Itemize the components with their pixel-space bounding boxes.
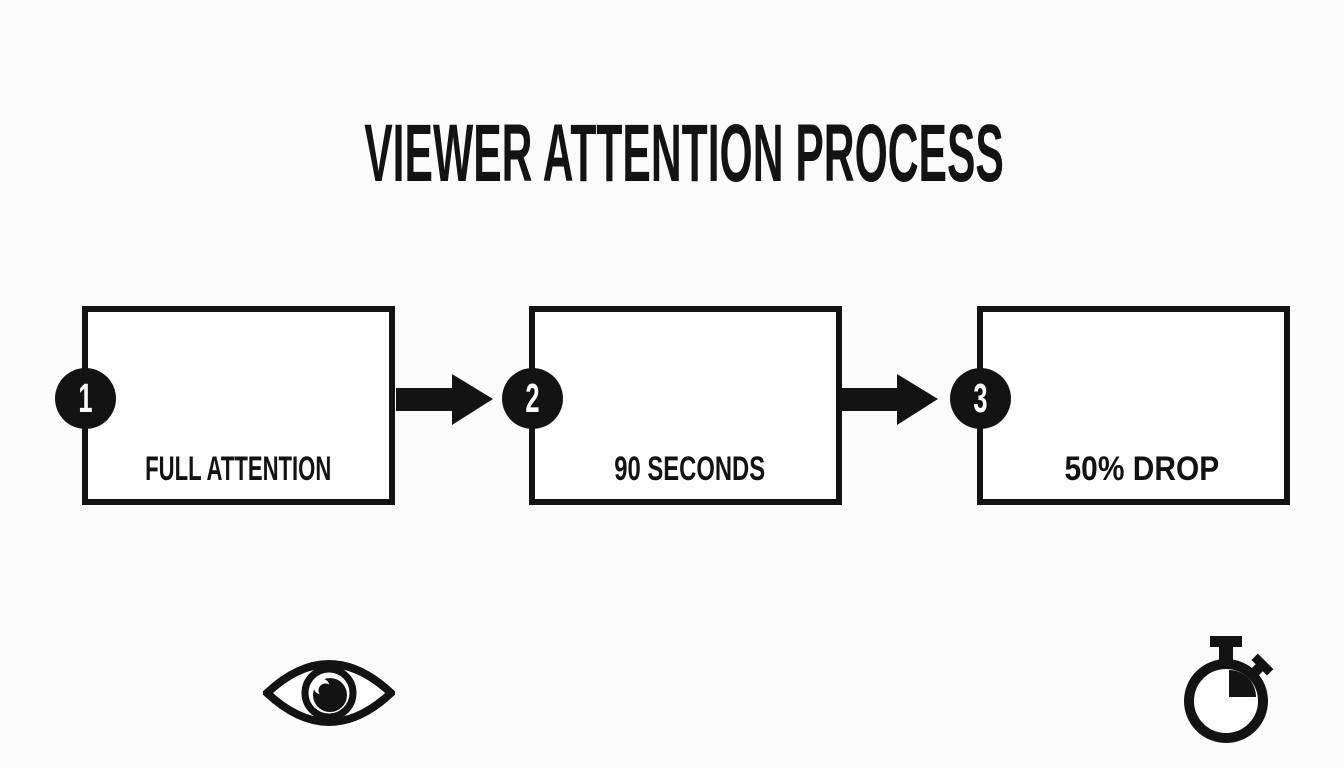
step-number-text: 2 xyxy=(525,375,540,421)
arrow-right-icon xyxy=(396,374,493,425)
step-number-text: 3 xyxy=(973,375,988,421)
step-box-full-attention: FULL ATTENTION xyxy=(82,306,395,726)
arrow-shaft xyxy=(396,388,454,411)
page-title: VIEWER ATTENTION PROCESS xyxy=(0,108,1344,199)
arrow-head xyxy=(452,374,493,425)
step-label-text: 90 SECONDS xyxy=(614,450,765,488)
step-label-text: 50% DROP xyxy=(1064,450,1219,488)
arrow-head xyxy=(897,374,938,425)
step-number-badge: 3 xyxy=(950,368,1011,429)
step-box-90-seconds: 90 SECONDS xyxy=(529,306,1274,743)
arrow-right-icon xyxy=(841,374,938,425)
stopwatch-icon xyxy=(1184,636,1274,743)
step-label: FULL ATTENTION xyxy=(88,451,389,487)
step-number-text: 1 xyxy=(78,375,93,421)
page-title-text: VIEWER ATTENTION PROCESS xyxy=(364,108,1004,199)
step-label: 50% DROP xyxy=(983,451,1284,487)
step-box-50-percent-drop: 50% DROP xyxy=(977,306,1290,505)
step-label-text: FULL ATTENTION xyxy=(145,450,332,488)
arrow-shaft xyxy=(841,388,899,411)
step-label: 90 SECONDS xyxy=(535,451,836,487)
step-number-badge: 2 xyxy=(502,368,563,429)
step-number-badge: 1 xyxy=(55,368,116,429)
eye-icon xyxy=(263,660,395,726)
